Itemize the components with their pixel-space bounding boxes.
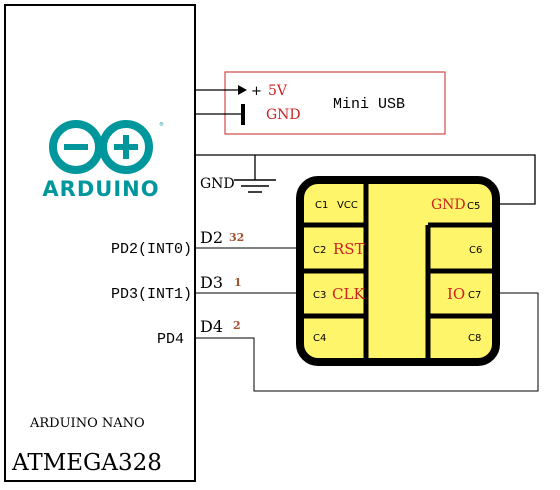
pin-label-pd2: PD2(INT0) bbox=[111, 241, 192, 258]
d3-label: D3 bbox=[200, 273, 223, 292]
sim-vcc: VCC bbox=[337, 200, 358, 211]
ground-symbol-icon bbox=[234, 179, 276, 193]
chip-name: ATMEGA328 bbox=[11, 450, 162, 476]
sim-gnd: GND bbox=[431, 197, 466, 213]
d4-pin-number: 2 bbox=[233, 319, 241, 332]
sim-clk: CLK bbox=[332, 285, 365, 303]
wire-gnd-loop bbox=[196, 154, 536, 205]
gnd-wire-label: GND bbox=[200, 176, 235, 192]
sim-c4: C4 bbox=[313, 333, 326, 344]
arduino-logo: ® ARDUINO bbox=[42, 120, 164, 201]
usb-box bbox=[224, 71, 446, 135]
d3-pin-number: 1 bbox=[234, 276, 242, 289]
plus-icon bbox=[114, 135, 138, 159]
usb-gnd-label: GND bbox=[266, 107, 301, 123]
sim-c6: C6 bbox=[469, 245, 482, 256]
usb-plus-sign: + bbox=[251, 84, 262, 99]
sim-rst: RST bbox=[333, 240, 365, 258]
arduino-board bbox=[4, 4, 196, 482]
pin-label-pd4: PD4 bbox=[157, 331, 184, 348]
sim-c8: C8 bbox=[468, 333, 481, 344]
sim-c3: C3 bbox=[313, 290, 326, 301]
svg-text:®: ® bbox=[159, 121, 164, 128]
d2-pin-number: 32 bbox=[229, 231, 244, 244]
sim-c1: C1 bbox=[315, 200, 328, 211]
ground-bar-icon bbox=[241, 104, 245, 125]
usb-5v-label: 5V bbox=[268, 83, 288, 99]
sim-c2: C2 bbox=[313, 245, 326, 256]
sim-io: IO bbox=[447, 285, 465, 303]
sim-c5: C5 bbox=[467, 201, 480, 212]
pin-label-pd3: PD3(INT1) bbox=[111, 286, 192, 303]
sim-c7: C7 bbox=[468, 290, 481, 301]
wire-d4 bbox=[196, 292, 539, 392]
d2-label: D2 bbox=[200, 228, 223, 247]
minus-icon bbox=[64, 144, 88, 150]
arrow-icon bbox=[238, 85, 247, 95]
sim-card bbox=[296, 176, 500, 366]
board-name: ARDUINO NANO bbox=[29, 416, 145, 431]
d4-label: D4 bbox=[200, 317, 223, 336]
arduino-logo-text: ARDUINO bbox=[42, 177, 159, 201]
usb-title: Mini USB bbox=[333, 96, 405, 113]
